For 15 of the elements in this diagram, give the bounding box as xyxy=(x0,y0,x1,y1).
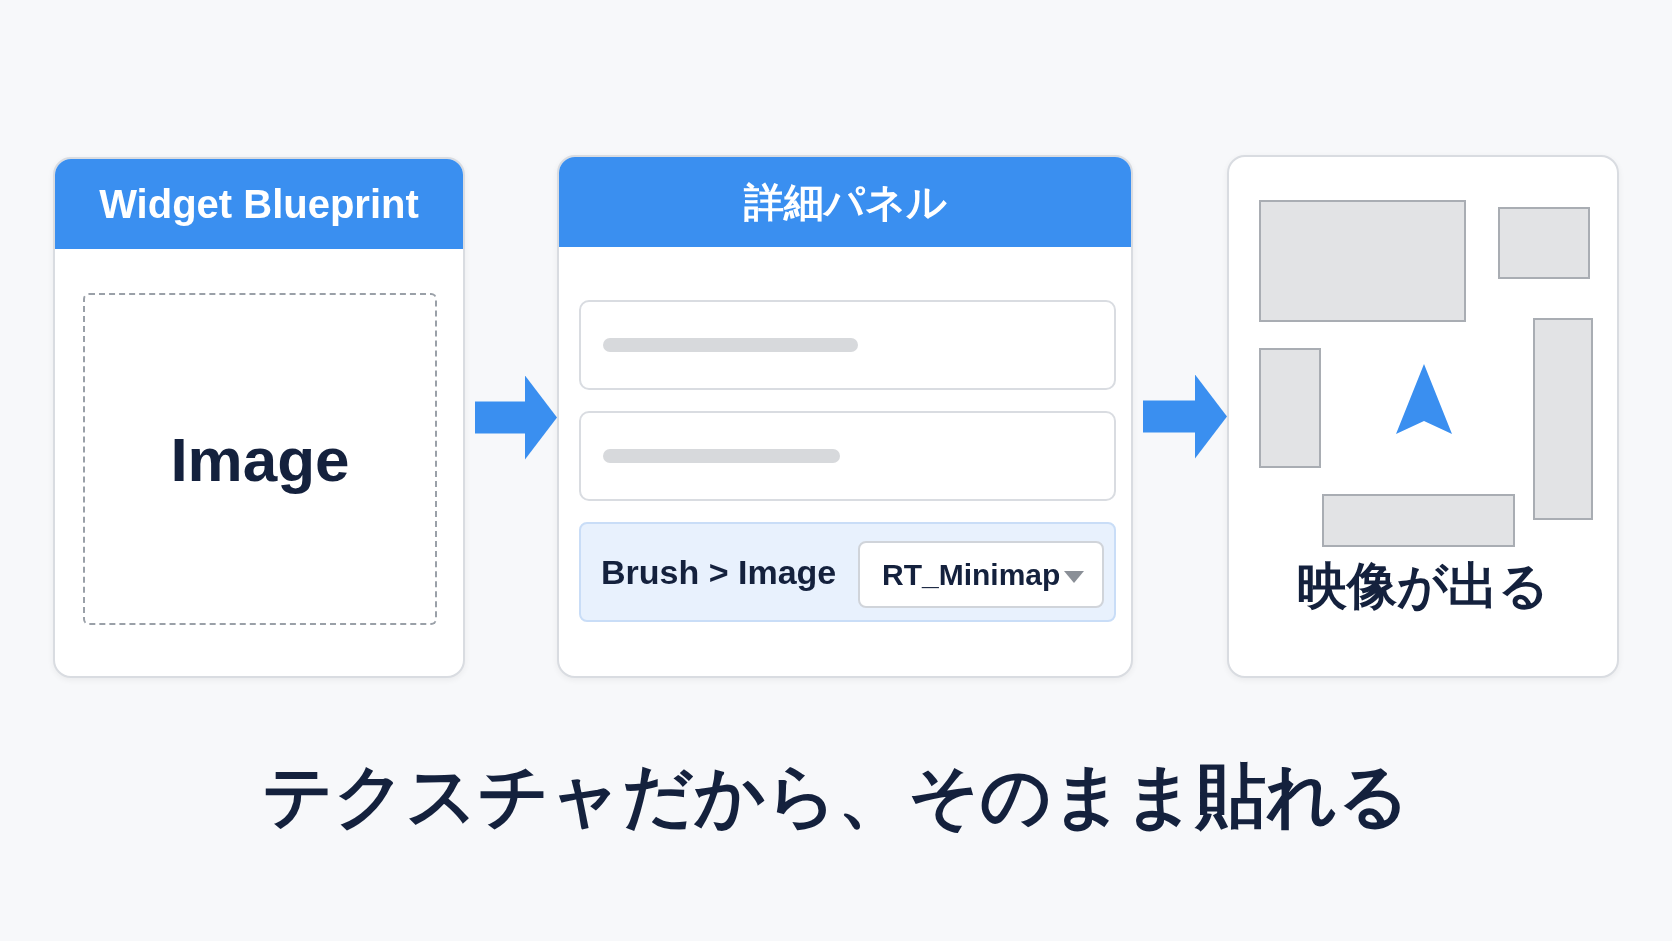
input-field xyxy=(579,300,1116,390)
property-row xyxy=(579,522,1116,622)
arrow xyxy=(1143,374,1227,459)
panel-card xyxy=(53,157,465,678)
panel-header: Widget Blueprint xyxy=(55,159,463,249)
result-label: 映像が出る xyxy=(1296,557,1550,616)
caption: テクスチャだから、そのまま貼れる xyxy=(261,756,1411,837)
input-field xyxy=(579,411,1116,501)
result-card xyxy=(1227,155,1619,678)
dropdown-field: RT_Minimap xyxy=(858,541,1104,608)
panel-header: 詳細パネル xyxy=(559,157,1131,247)
arrow xyxy=(475,375,557,460)
property-label: Brush > Image xyxy=(601,552,837,592)
panel-card xyxy=(557,155,1133,678)
image-drop-field: Image xyxy=(83,293,437,625)
